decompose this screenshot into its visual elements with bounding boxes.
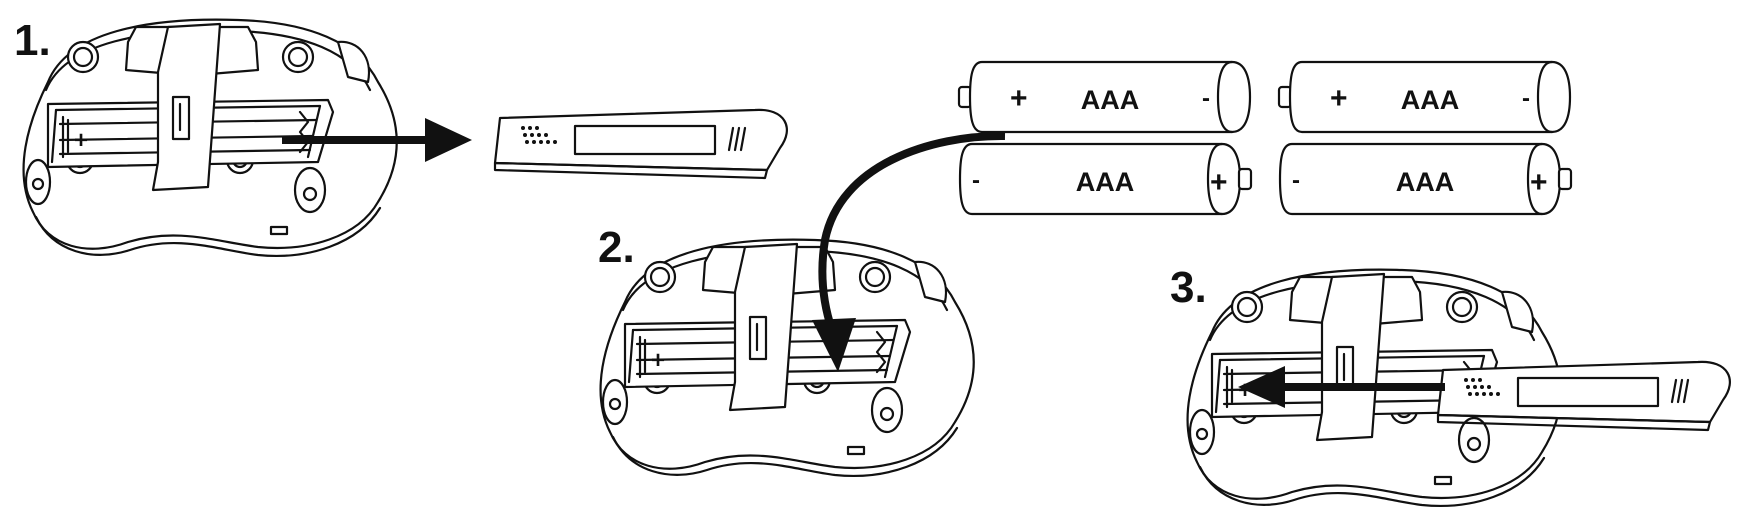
battery-2: + AAA - — [1277, 60, 1572, 134]
step-2-device — [599, 238, 975, 477]
step-3-number: 3. — [1170, 263, 1207, 312]
svg-text:AAA: AAA — [1401, 85, 1460, 115]
svg-text:AAA: AAA — [1076, 167, 1135, 197]
svg-text:+: + — [1330, 82, 1348, 115]
battery-3: - AAA + — [958, 142, 1253, 216]
step-2-arrow-down-curved-icon — [812, 131, 1006, 372]
svg-text:-: - — [1522, 85, 1530, 112]
step-1-number: 1. — [14, 16, 51, 65]
svg-text:+: + — [1210, 166, 1228, 199]
step-3-arrow-left-icon — [1238, 366, 1445, 408]
battery-4: - AAA + — [1278, 142, 1573, 216]
svg-text:AAA: AAA — [1081, 85, 1140, 115]
svg-text:+: + — [1530, 166, 1548, 199]
svg-text:-: - — [972, 167, 980, 194]
svg-text:+: + — [1010, 82, 1028, 115]
step-1-battery-door — [493, 108, 788, 180]
svg-text:AAA: AAA — [1396, 167, 1455, 197]
step-1-arrow-right-icon — [282, 118, 472, 162]
battery-1: + AAA - — [957, 60, 1252, 134]
svg-text:-: - — [1292, 167, 1300, 194]
svg-text:-: - — [1202, 85, 1210, 112]
step-2-number: 2. — [598, 223, 635, 272]
